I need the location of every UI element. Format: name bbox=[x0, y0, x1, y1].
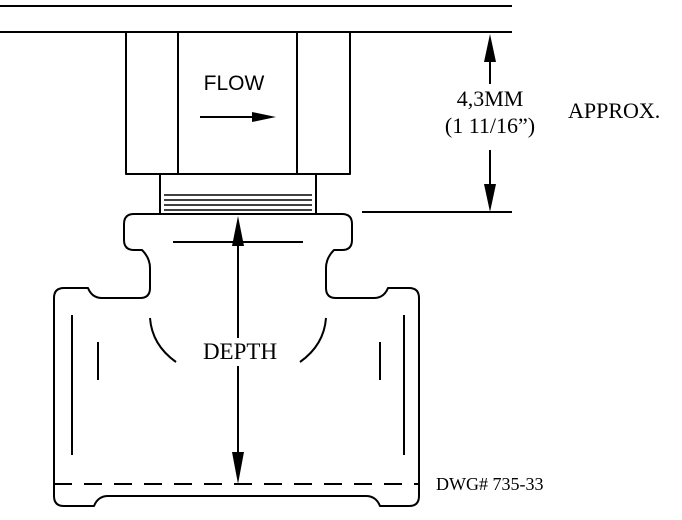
overhead-pipe bbox=[0, 5, 512, 33]
threaded-adapter bbox=[159, 174, 317, 214]
dimension-imperial-label: (1 11/16”) bbox=[445, 113, 535, 138]
drawing-number: DWG# 735-33 bbox=[436, 474, 543, 494]
height-dimension bbox=[362, 34, 512, 213]
flow-label: FLOW bbox=[204, 72, 265, 95]
approx-label: APPROX. bbox=[568, 98, 660, 123]
depth-label: DEPTH bbox=[203, 339, 277, 364]
flow-arrow-icon bbox=[200, 112, 276, 122]
depth-dimension-arrow bbox=[232, 216, 244, 484]
meter-body bbox=[125, 31, 351, 175]
dimension-metric-label: 4,3MM bbox=[457, 86, 524, 111]
tee-fitting bbox=[53, 213, 420, 507]
